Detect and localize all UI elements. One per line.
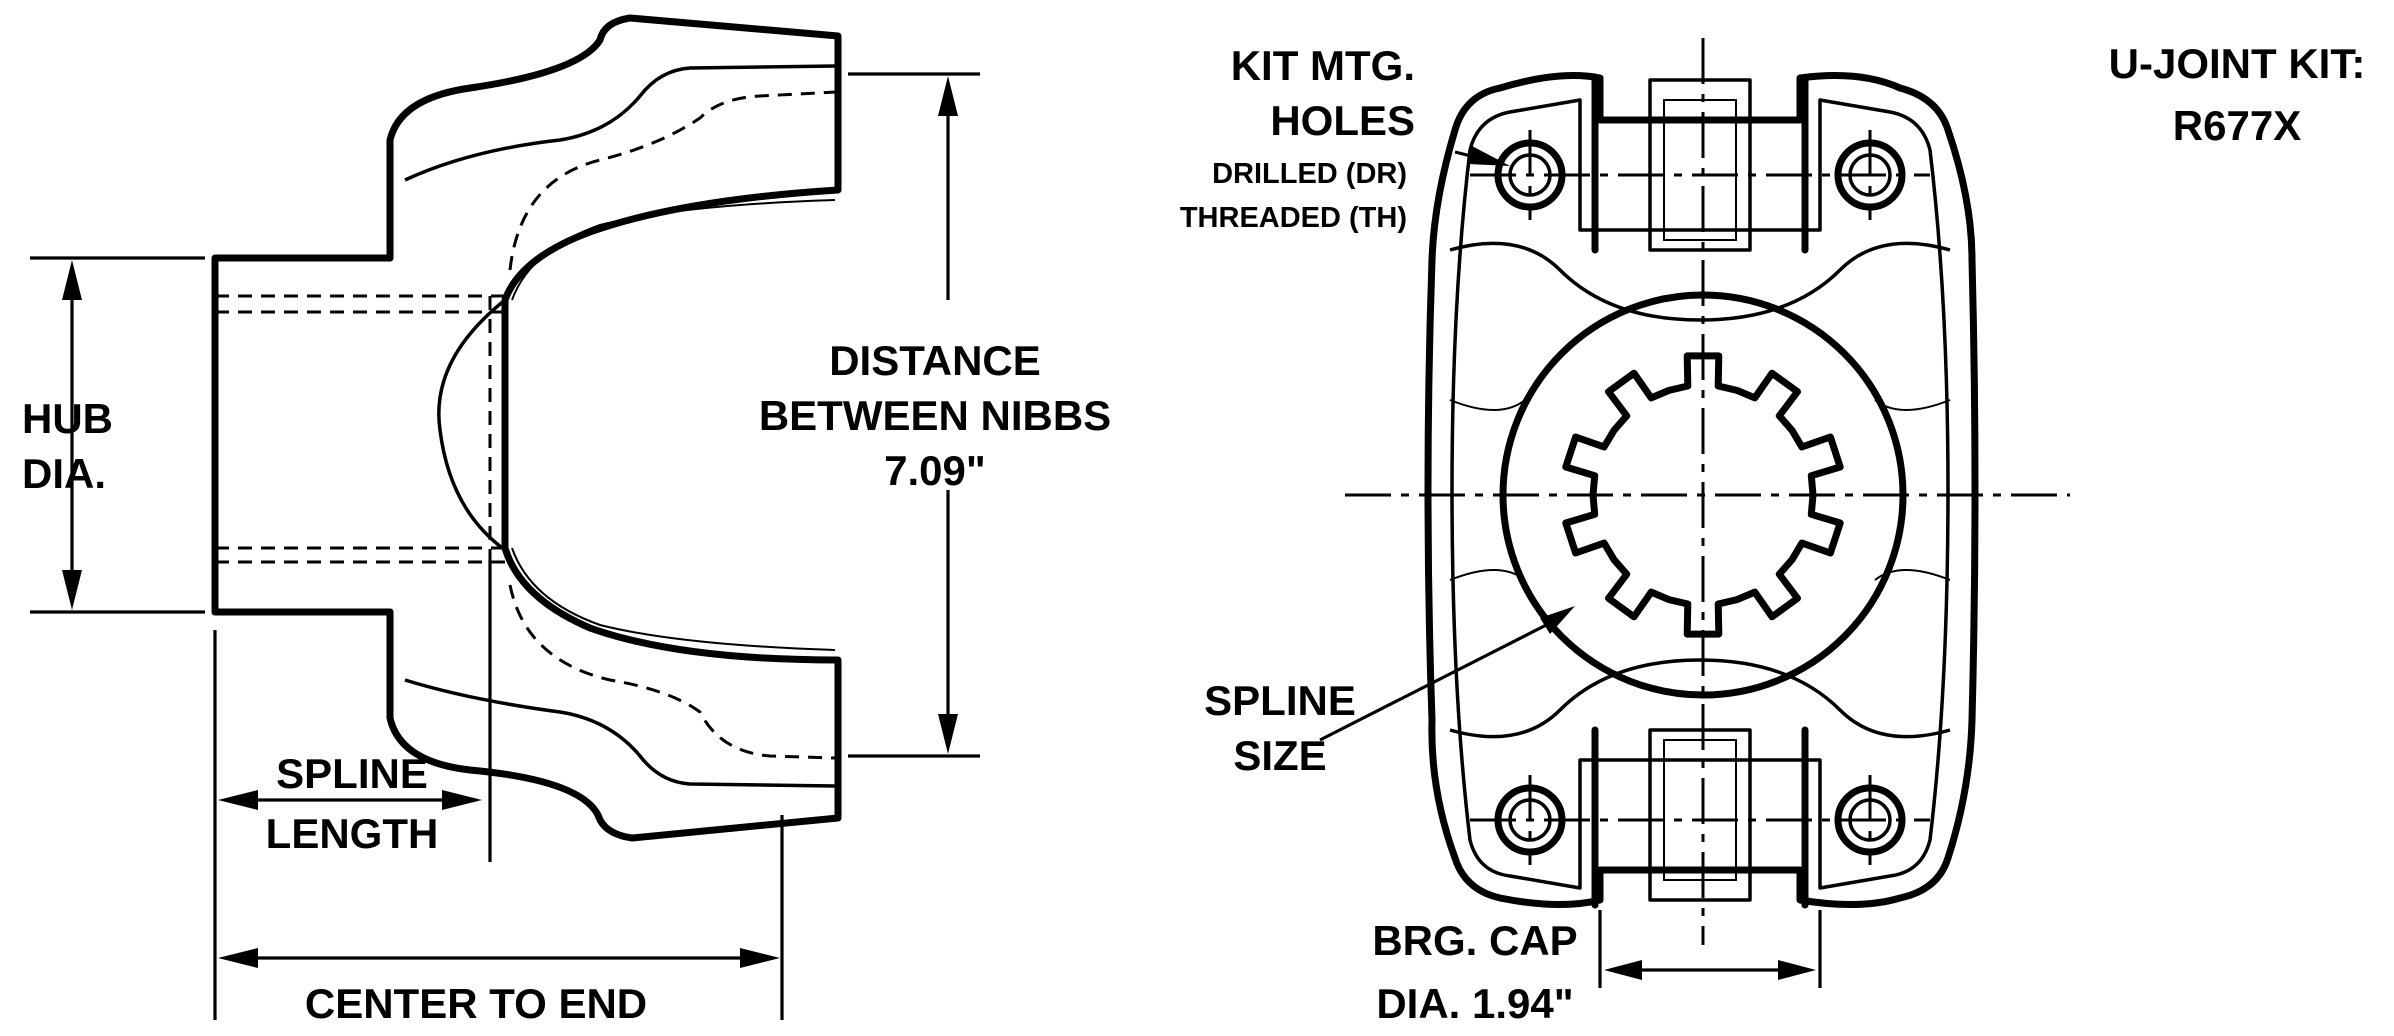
arrow-right — [1778, 960, 1816, 980]
hidden-contour-lower — [508, 584, 837, 760]
spline-size-label-line1: SPLINE — [1204, 677, 1356, 724]
drilled-label: DRILLED (DR) — [1212, 158, 1407, 190]
rib-left2 — [1449, 569, 1526, 581]
arrow-down — [938, 714, 958, 754]
bearing-cap-top — [1648, 78, 1752, 252]
rib-lower — [1449, 658, 1951, 739]
nibbs-dimension — [848, 72, 980, 758]
leader-arrow — [1468, 146, 1510, 166]
spline-length-label-line1: SPLINE — [276, 750, 428, 797]
leaders — [1319, 146, 1575, 742]
leader-arrow — [1540, 606, 1575, 634]
brg-cap-label-line2: DIA. 1.94" — [1376, 980, 1573, 1027]
spline-length-dimension — [218, 560, 492, 862]
center-to-end-dimension — [213, 630, 784, 1020]
arrow-down — [62, 570, 82, 610]
yoke-contour-inner-upper — [511, 199, 836, 301]
distance-value: 7.09" — [884, 447, 986, 494]
arrow-left — [218, 790, 258, 810]
arrow-left — [1604, 960, 1642, 980]
arrow-up — [62, 260, 82, 300]
brg-cap-label-line1: BRG. CAP — [1372, 917, 1577, 964]
rib-right2 — [1874, 569, 1951, 581]
arrow-left — [218, 948, 258, 968]
yoke-contour-upper — [404, 64, 836, 182]
spline-length-label-line2: LENGTH — [266, 810, 439, 857]
yoke-contour-inner-lower — [511, 547, 836, 651]
end-view-outer — [1424, 72, 1979, 909]
spline-size-label-line2: SIZE — [1233, 732, 1326, 779]
hub-outline — [211, 254, 394, 616]
rib-left — [1449, 399, 1526, 411]
spline-profile — [1562, 352, 1844, 638]
kit-mtg-label-line1: KIT MTG. — [1231, 42, 1415, 89]
hub-dia-dimension — [30, 256, 205, 614]
bearing-cap-dimension — [1598, 910, 1822, 988]
yoke-side-view — [211, 14, 842, 842]
arrow-up — [938, 76, 958, 116]
distance-label-line2: BETWEEN NIBBS — [759, 392, 1111, 439]
bearing-cap-top-inner — [1663, 99, 1737, 241]
kit-mtg-label-line2: HOLES — [1270, 97, 1415, 144]
yoke-contour-lower — [404, 678, 836, 788]
rib-upper — [1449, 241, 1951, 322]
arrow-right — [740, 948, 780, 968]
arrow-right — [442, 790, 482, 810]
ujoint-kit-label: U-JOINT KIT: — [2109, 40, 2366, 87]
spline-end-curve — [437, 298, 507, 552]
ujoint-kit-number: R677X — [2173, 102, 2301, 149]
hidden-contour-upper — [508, 90, 837, 271]
threaded-label: THREADED (TH) — [1180, 202, 1407, 234]
center-to-end-label: CENTER TO END — [305, 980, 647, 1027]
bearing-cap-bottom-inner — [1663, 739, 1737, 881]
hub-dia-label-line2: DIA. — [22, 450, 106, 497]
distance-label-line1: DISTANCE — [829, 337, 1041, 384]
yoke-end-view — [1345, 38, 2070, 945]
end-view-inner — [1450, 98, 1950, 890]
hub-dia-label-line1: HUB — [22, 395, 113, 442]
bearing-cap-bottom — [1648, 728, 1752, 902]
